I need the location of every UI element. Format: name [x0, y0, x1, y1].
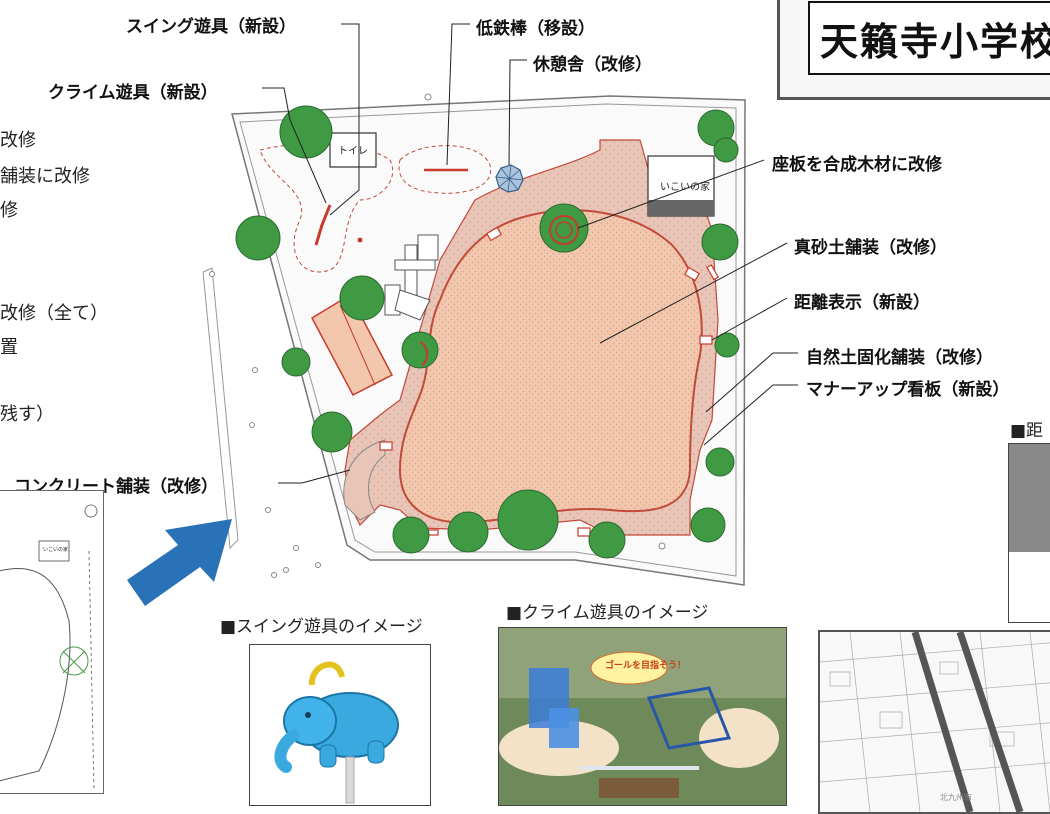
bench-arc: [419, 341, 428, 366]
swing-equipment: [314, 204, 332, 246]
mini-map: いこいの家: [0, 490, 104, 794]
mini-map-drawing: [0, 504, 98, 792]
trees: [235, 105, 740, 559]
title-frame: [808, 1, 1050, 75]
swing-equipment-2: [357, 237, 363, 243]
leader-lines: [262, 23, 798, 484]
title-box: 天籟寺小学校: [777, 0, 1050, 100]
area-map: 北九州市: [818, 630, 1050, 814]
swing-caption: ■スイング遊具のイメージ: [220, 617, 423, 637]
climb-photo-text: ゴールを目指そう！: [605, 661, 687, 671]
callout-seat: 座板を合成木材に改修: [772, 155, 942, 175]
fragment-6: 残す）: [0, 404, 54, 425]
small-markers: [209, 93, 666, 578]
bar-zone: [398, 145, 492, 194]
seat-ring-inner: [555, 221, 573, 239]
area-map-credit: 北九州市: [940, 793, 972, 802]
mini-ikoi-label: いこいの家: [43, 547, 69, 553]
fragment-4: 改修（全て）: [0, 303, 108, 324]
swing-elephant-icon: [274, 661, 399, 804]
climb-structure: [384, 234, 439, 321]
fragment-1: 改修: [0, 130, 36, 151]
arrow-icon: [127, 519, 232, 606]
concrete-area: [343, 439, 386, 521]
callout-manner: マナーアップ看板（新設）: [806, 380, 1010, 400]
page-title: 天籟寺小学校: [820, 20, 1050, 64]
callout-swing: スイング遊具（新設）: [126, 17, 296, 37]
toilet-label: トイレ: [338, 146, 368, 157]
callout-distance: 距離表示（新設）: [794, 293, 930, 313]
area-map-drawing: [820, 632, 1050, 812]
sandbox: [311, 293, 394, 397]
callout-bar: 低鉄棒（移設）: [476, 19, 595, 39]
fragment-2: 舗装に改修: [0, 166, 90, 187]
climb-photo: ゴールを目指そう！: [498, 627, 787, 806]
distance-photo-surface: [1009, 444, 1050, 552]
callout-rest: 休憩舎（改修）: [533, 55, 652, 75]
swing-photo: [249, 644, 431, 806]
gazebo-icon: [495, 164, 524, 193]
callout-masa: 真砂土舗装（改修）: [794, 238, 947, 258]
ikoi-label: いこいの家: [660, 182, 710, 193]
fragment-5: 置: [0, 337, 18, 358]
distance-photo: [1008, 443, 1050, 623]
toilet-building: [329, 132, 377, 168]
callout-natural: 自然土固化舗装（改修）: [806, 348, 993, 368]
left-walkway: [202, 267, 239, 550]
callout-climb: クライム遊具（新設）: [48, 83, 218, 103]
climb-scene: [499, 628, 786, 798]
fragment-3: 修: [0, 200, 18, 221]
seat-ring: [549, 215, 579, 245]
ikoi-building: [647, 155, 715, 217]
distance-caption: ■距: [1010, 421, 1044, 441]
climb-caption: ■クライム遊具のイメージ: [506, 603, 709, 623]
